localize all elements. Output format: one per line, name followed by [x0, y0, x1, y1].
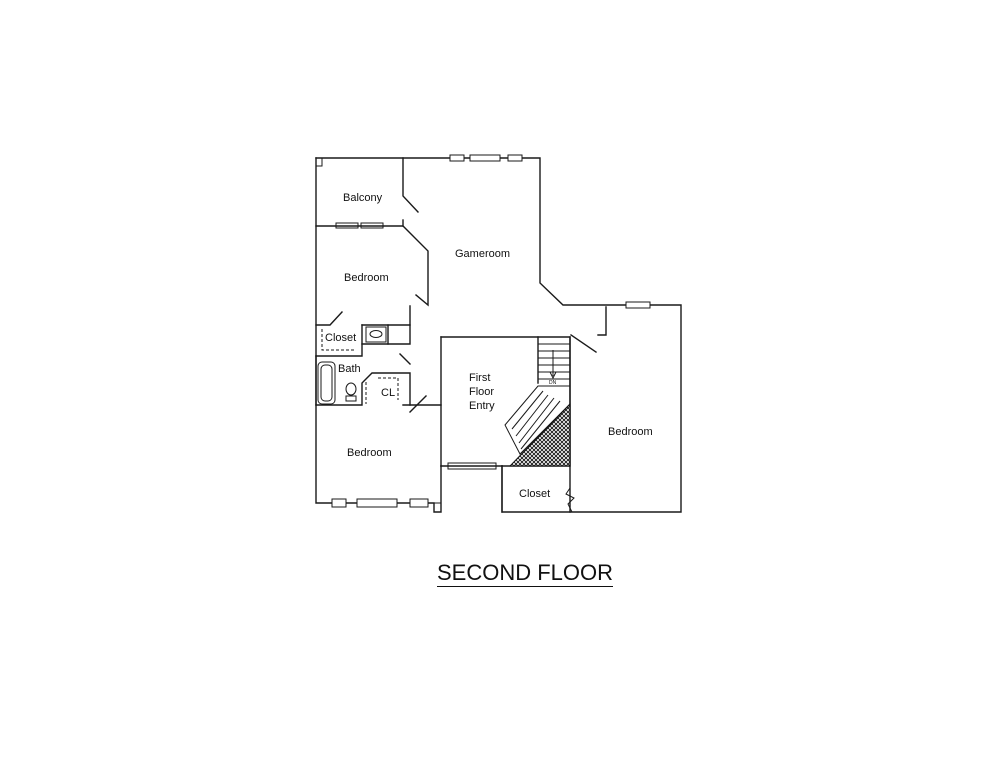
room-label-bedroom-lower: Bedroom	[347, 447, 392, 459]
corner-post	[315, 157, 323, 167]
toilet	[345, 382, 357, 396]
bath-fixtures	[317, 326, 387, 405]
bathtub	[317, 361, 336, 405]
exterior-walls	[315, 157, 682, 513]
room-label-balcony: Balcony	[343, 192, 383, 204]
room-label-entry-line1: First	[469, 372, 490, 384]
stair-void-hatch	[508, 402, 571, 467]
room-label-bedroom-upper: Bedroom	[344, 272, 389, 284]
corner-post-bottom	[433, 502, 442, 513]
room-label-entry-line3: Entry	[469, 400, 495, 412]
room-label-bedroom-right: Bedroom	[608, 426, 653, 438]
staircase: DN	[504, 343, 571, 467]
room-label-cl: CL	[381, 387, 395, 399]
sink	[369, 330, 383, 338]
room-label-closet-left: Closet	[325, 332, 356, 344]
room-label-bath: Bath	[338, 363, 361, 375]
closet-rods	[321, 329, 399, 404]
room-label-closet-bottom: Closet	[519, 488, 550, 500]
sink-counter	[365, 326, 387, 343]
floor-title-text: SECOND FLOOR	[436, 560, 614, 587]
break-line	[565, 487, 575, 513]
room-label-gameroom: Gameroom	[455, 248, 510, 260]
room-labels: Balcony Gameroom Bedroom Closet Bath CL …	[325, 192, 653, 500]
floor-title: SECOND FLOOR	[380, 560, 670, 587]
room-label-entry-line2: Floor	[469, 386, 494, 398]
stair-direction-label: DN	[549, 380, 557, 386]
